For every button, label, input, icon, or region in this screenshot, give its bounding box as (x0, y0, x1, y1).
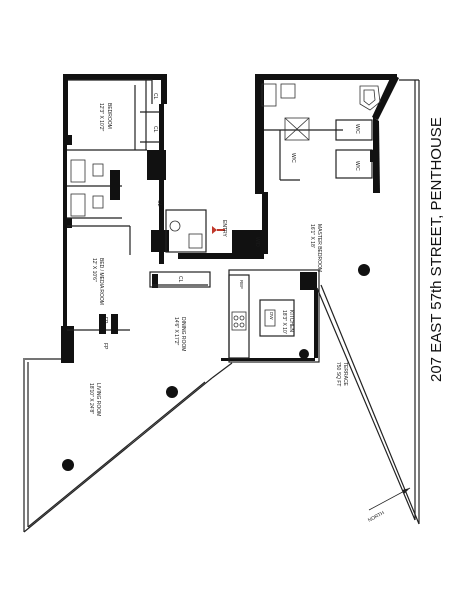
entry-marker: ENTRY (212, 220, 227, 238)
north-label: NORTH (367, 510, 386, 524)
plan-title: 207 EAST 57th STREET, PENTHOUSE (428, 117, 445, 382)
room-name-bed-media: BED / MEDIA ROOM (98, 258, 104, 305)
structural-columns (62, 264, 370, 471)
entry-label: ENTRY (221, 220, 227, 238)
walk-in-closet-label: W/C (354, 124, 360, 134)
closet-label: CL (152, 93, 158, 100)
walk-in-closet-label: W/C (290, 153, 296, 163)
room-labels: BEDROOM 12'3" X 10'2" BED / MEDIA ROOM 1… (88, 103, 348, 416)
room-name-bedroom: BEDROOM (106, 103, 112, 129)
refrigerator-label: REF (239, 280, 244, 289)
room-size-master: 16'1" X 18' (309, 224, 315, 248)
washer-dryer-label: W/D (254, 237, 260, 247)
room-name-living: LIVING ROOM (95, 383, 101, 416)
room-size-bedroom: 12'3" X 10'2" (98, 103, 104, 131)
terrace-outline (23, 79, 420, 533)
room-size-bed-media: 12' X 10'6" (91, 258, 97, 282)
room-size-dining: 14'6" X 17'2" (173, 317, 179, 345)
fireplace-label: FP (102, 317, 108, 324)
interior-partitions (67, 79, 381, 363)
closet-label: CL (156, 200, 162, 207)
room-size-terrace: 750 SQ FT (335, 362, 341, 386)
fixture-labels: CL CL CL CL FP FP W/D W/C W/C W/C REF DW (102, 93, 360, 350)
closet-label: CL (152, 126, 158, 133)
room-size-living: 18'10" X 24'8" (88, 383, 94, 414)
room-name-terrace: TERRACE (342, 362, 348, 387)
dishwasher-label: DW (269, 312, 274, 320)
room-name-kitchen: KITCHEN (288, 310, 294, 332)
fireplace-label: FP (102, 343, 108, 350)
room-name-master: MASTER BEDROOM (316, 224, 322, 272)
closet-label: CL (177, 276, 183, 283)
room-size-kitchen: 18'3" X 10' (281, 310, 287, 334)
room-name-dining: DINING ROOM (180, 317, 186, 351)
walk-in-closet-label: W/C (354, 161, 360, 171)
